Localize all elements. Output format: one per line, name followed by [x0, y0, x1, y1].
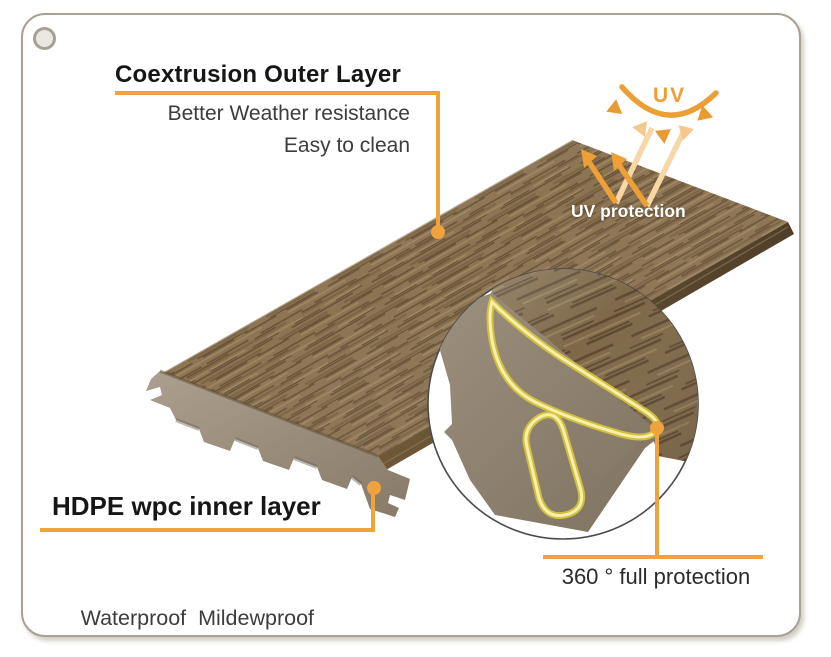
uv-sun-icon — [606, 84, 719, 144]
inner-layer-connector — [40, 481, 381, 532]
outer-layer-features: Better Weather resistance Easy to clean — [100, 98, 410, 162]
profile-outline — [486, 295, 662, 520]
outer-layer-feature-1: Better Weather resistance — [167, 102, 410, 125]
outer-layer-title: Coextrusion Outer Layer — [115, 61, 402, 88]
inner-layer-title: HDPE wpc inner layer — [52, 491, 321, 521]
inner-layer-features: Waterproof Mildewproof Insect resistance — [40, 536, 314, 657]
inner-layer-feature-1: Waterproof Mildewproof — [80, 606, 314, 630]
uv-sun-rays — [606, 99, 714, 144]
inner-layer-dot — [367, 481, 381, 495]
corner-ring-icon — [33, 27, 56, 50]
outer-layer-feature-2: Easy to clean — [283, 134, 410, 157]
board-cut-face — [146, 371, 410, 517]
uv-rays — [581, 126, 687, 208]
deck-board — [146, 139, 794, 517]
detail-connector — [543, 421, 763, 559]
full-protection-caption: 360 ° full protection — [561, 564, 751, 589]
outer-layer-connector — [115, 91, 445, 239]
detail-dot — [650, 421, 664, 435]
uv-icon-text: UV — [653, 84, 687, 107]
outer-layer-dot — [431, 225, 445, 239]
uv-protection-caption: UV protection — [571, 201, 686, 221]
